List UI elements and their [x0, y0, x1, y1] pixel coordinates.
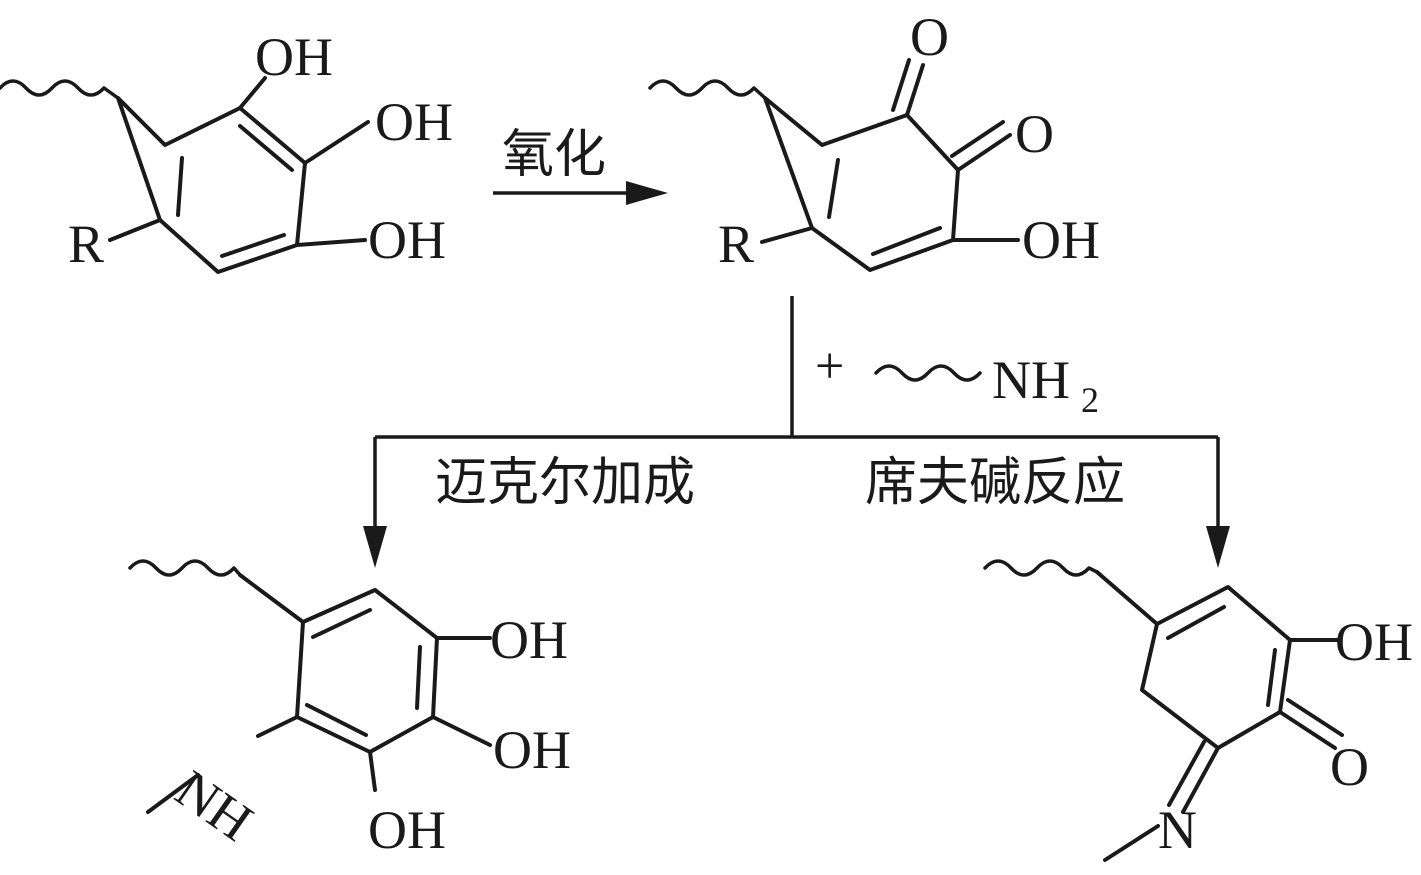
michael-product-structure: OH OH OH NH [128, 559, 571, 860]
n-to-chain-bond [1103, 824, 1160, 862]
polymer-chain-wavy-bond [0, 79, 120, 100]
carbonyl-right-second [950, 120, 1005, 158]
nh-to-chain-bond [146, 773, 200, 814]
carbonyl-top-second [891, 58, 911, 112]
ring-inner-double-bond [220, 233, 286, 258]
ring-inner-double-bond [305, 703, 368, 737]
bond-to-oh-top [238, 76, 267, 110]
ring-inner-double-bond [1166, 605, 1226, 640]
ring-inner-double-bond [311, 608, 372, 639]
n-label: N [1158, 800, 1197, 860]
imine-bond-second [1167, 740, 1206, 807]
ring-bonds [1095, 570, 1292, 750]
bond-to-oh-bottom [368, 750, 377, 792]
o-right-label: O [1015, 104, 1054, 164]
schiff-product-structure: OH O N [983, 559, 1413, 862]
schiff-base-label: 席夫碱反应 [865, 453, 1125, 513]
amine-subscript-2: 2 [1081, 380, 1099, 420]
michael-addition-label: 迈克尔加成 [435, 453, 695, 513]
ring-inner-double-bond [176, 156, 184, 217]
nh-label: NH [165, 759, 263, 853]
bond-to-oh-bottom [295, 238, 367, 247]
r-group-label: R [68, 214, 104, 274]
oh-bottom-label: OH [368, 210, 446, 270]
bond-to-oh-mid [431, 715, 492, 747]
oh-bottom-label: OH [368, 800, 446, 860]
left-arrowhead [363, 526, 387, 568]
carbonyl-top [905, 63, 925, 117]
bond-to-oh-mid [303, 120, 370, 165]
bond-to-r-group [108, 218, 162, 242]
imine-bond [1181, 746, 1220, 814]
amine-wavy-bond [874, 364, 982, 382]
pyrogallol-structure: OH OH OH R [0, 27, 453, 274]
carbonyl-right [956, 133, 1012, 172]
r-group-label: R [718, 214, 754, 274]
bond-to-r-group [760, 226, 814, 244]
ring-bonds [238, 573, 439, 754]
oh-mid-label: OH [375, 92, 453, 152]
oxidation-arrowhead [626, 181, 668, 205]
polymer-chain-wavy-bond [983, 559, 1099, 577]
oh-top-label: OH [490, 610, 568, 670]
ring-inner-double-bond [871, 226, 942, 256]
ring-inner-double-bond [238, 124, 294, 172]
o-label: O [1330, 737, 1369, 797]
quinone-structure: O O OH R [648, 7, 1100, 274]
carbonyl-bond [1278, 710, 1337, 750]
o-top-label: O [910, 7, 949, 67]
ring-inner-double-bond [827, 158, 840, 219]
branch-arrows: + NH 2 迈克尔加成 席夫碱反应 [363, 296, 1230, 568]
oxidation-arrow: 氧化 [493, 125, 668, 205]
ring-bonds [116, 96, 307, 274]
ring-inner-double-bond [1266, 648, 1277, 707]
bond-to-nh [256, 715, 299, 738]
oh-top-label: OH [255, 27, 333, 87]
ring-bonds [763, 96, 960, 272]
polymer-chain-wavy-bond [128, 559, 242, 577]
amine-nh-label: NH [992, 350, 1070, 410]
oh-label: OH [1022, 210, 1100, 270]
right-arrowhead [1206, 526, 1230, 568]
oh-mid-label: OH [493, 720, 571, 780]
carbonyl-bond-second [1286, 698, 1344, 737]
plus-sign: + [815, 338, 844, 395]
oh-label: OH [1335, 612, 1413, 672]
polymer-chain-wavy-bond [648, 79, 767, 100]
ring-inner-double-bond [415, 645, 422, 710]
oxidation-label: 氧化 [502, 125, 606, 185]
